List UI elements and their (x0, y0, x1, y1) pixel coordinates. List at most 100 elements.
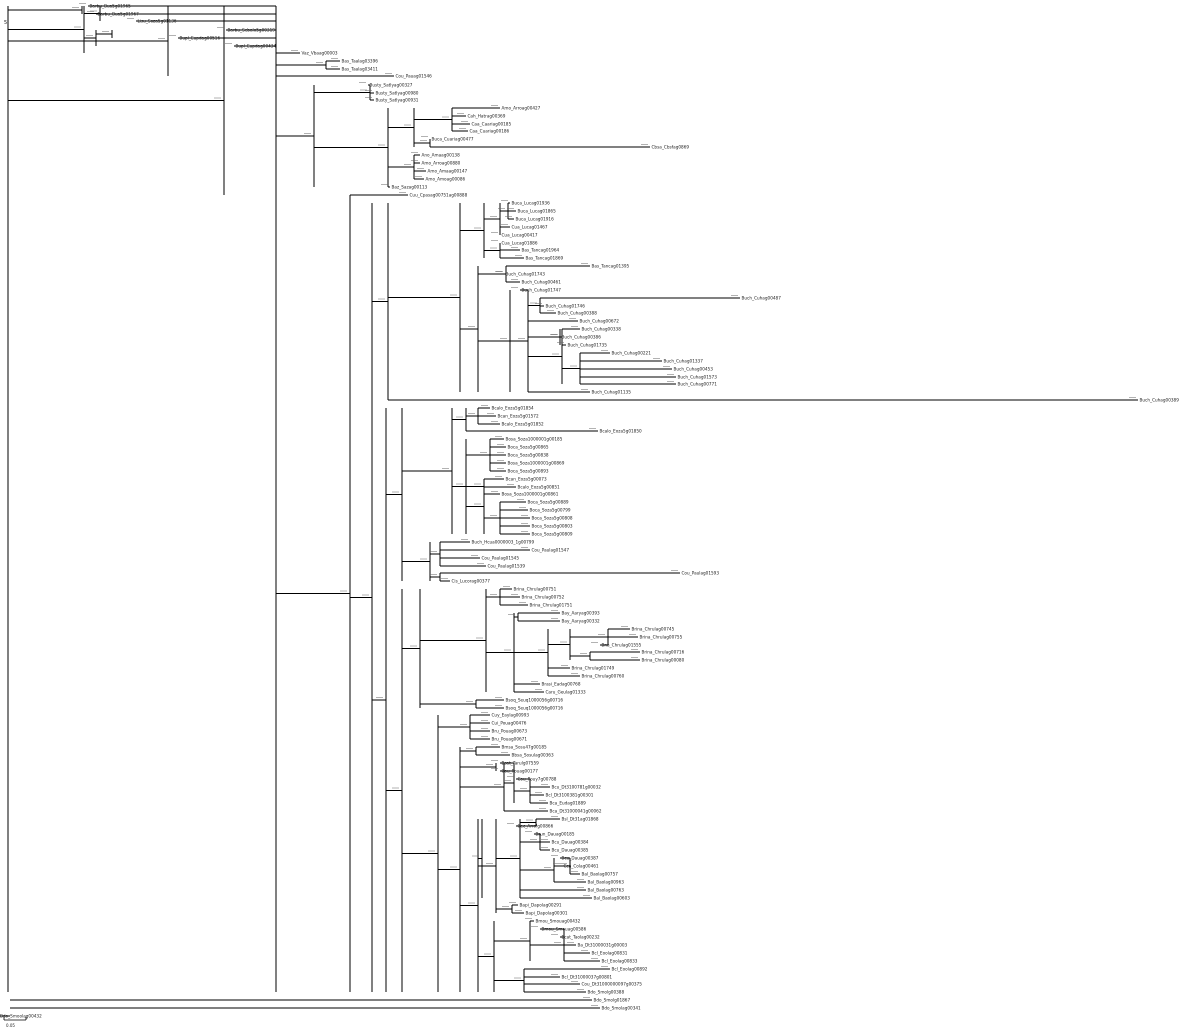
leaf-label: Cuu_Cpasag00751ag00888 (410, 193, 468, 198)
leaf-label: Cec_Arrolg00866 (518, 824, 554, 829)
leaf-label: Bsl_Dt31ag01868 (562, 817, 599, 822)
leaf-label: Buch_Cuhag01337 (664, 359, 704, 364)
leaf-label: Buch_Cuhag00461 (522, 280, 562, 285)
leaf-label: Cou_Pouag00177 (502, 769, 539, 774)
leaf-label: Bsoq_Seuq1000056g00716 (506, 706, 564, 711)
leaf-label: Bdo_Smolg01867 (594, 998, 631, 1003)
leaf-label: Ba_Dt31000031g00003 (578, 943, 628, 948)
leaf-label: Boca_Soza5g00889 (528, 500, 569, 505)
leaf-label: Bapi_Dapolag00301 (526, 911, 568, 916)
leaf-label: Caa_Cuariag00186 (470, 129, 510, 134)
leaf-label: Barbu_Bua5g01965 (90, 4, 132, 9)
leaf-label: Buch_Cuhag00221 (612, 351, 652, 356)
leaf-label: Bcl_Eoolag00831 (592, 951, 628, 956)
leaf-label: Bcl_Dt31000037g00801 (562, 975, 613, 980)
leaf-label: Bcu_Dauag00384 (552, 840, 589, 845)
leaf-label: Bal_Baolag00603 (594, 896, 631, 901)
leaf-label: Bmou_Smouag00586 (542, 927, 587, 932)
leaf-label: Brina_Chrulag00760 (582, 674, 625, 679)
leaf-label: Vaz_Vbaag00003 (302, 51, 338, 56)
leaf-label: Bdo_Smolg00388 (588, 990, 625, 995)
leaf-label: Bru_Pouag00673 (492, 729, 528, 734)
leaf-label: Busty_Satlyag00931 (376, 98, 419, 103)
leaf-label: Barbu_Sebalo5g00319 (228, 28, 276, 33)
root-label: 5 (4, 20, 7, 26)
leaf-label: Bay_Aaryag00393 (562, 611, 601, 616)
leaf-label: Amo_Amaag00147 (428, 169, 468, 174)
leaf-label: Buca_Lucag01916 (516, 217, 555, 222)
leaf-label: Cah_Hatrag00369 (468, 114, 506, 119)
leaf-label: Bcalo_Eoza5g01850 (600, 429, 643, 434)
leaf-label: Bosa_Soza1000001g00185 (506, 437, 563, 442)
leaf-label: Buch_Cuhag00386 (562, 335, 602, 340)
leaf-label: Caa_Caariag00185 (472, 122, 512, 127)
leaf-label: Bru_Pouag00671 (492, 737, 528, 742)
leaf-label: Cou_Paulag01539 (488, 564, 526, 569)
leaf-label: Boca_Soza5g00803 (532, 524, 573, 529)
leaf-label: Baz_Sazag00113 (392, 185, 428, 190)
leaf-label: Bosa_Soza1000001g00861 (502, 492, 559, 497)
tree-branches (0, 5, 1138, 1017)
leaf-label: Buch_Cuhag00453 (674, 367, 714, 372)
leaf-label: Boca_Soza5g00865 (508, 445, 549, 450)
leaf-label: Buch_Cuhag00389 (1140, 398, 1180, 403)
leaf-label: Boca_Soza5g00893 (508, 469, 549, 474)
leaf-label: Cbsa_Cbsfag0869 (652, 145, 690, 150)
leaf-label: Buch_Cuhag01135 (592, 390, 632, 395)
leaf-label: Brina_Chrulag00745 (632, 627, 675, 632)
leaf-label: Buch_Hcua0000003_1g00799 (472, 540, 535, 545)
leaf-label: Boca_Soza5g00809 (532, 532, 573, 537)
leaf-label: Boca_Soza5g00808 (532, 516, 573, 521)
leaf-label: Bcu_Dt3100781g00032 (552, 785, 602, 790)
leaf-label: Bupl_Eupdag00434 (236, 44, 277, 49)
leaf-label: Buch_Cuhag01735 (568, 343, 608, 348)
leaf-label: Bas_Tancag01869 (526, 256, 564, 261)
leaf-label: Brun_Dauag00185 (536, 832, 575, 837)
leaf-label: Buch_Cuhag00771 (678, 382, 718, 387)
leaf-label: Bal_Baolag00763 (588, 888, 625, 893)
leaf-label: Cou_Pauag01546 (396, 74, 433, 79)
leaf-label: Cua_Lucag00417 (502, 233, 538, 238)
leaf-label: Brasi_Eadag00768 (542, 682, 581, 687)
leaf-label: Bca_Dt31000041g00062 (550, 809, 602, 814)
leaf-label: Bcan_Eoza5g01572 (498, 414, 539, 419)
leaf-label: Amo_Arroag00427 (502, 106, 541, 111)
leaf-label: Bcu_Dauag00387 (562, 856, 599, 861)
leaf-label: Cca_Colag00461 (564, 864, 599, 869)
leaf-label: Bdo_Smolag00341 (602, 1006, 642, 1011)
leaf-label: Bapi_Dapolag00291 (520, 903, 562, 908)
leaf-label: Buch_Cuhag00338 (582, 327, 622, 332)
leaf-label: Buca_Lucag01936 (512, 201, 551, 206)
leaf-label: Cou_Paulag01593 (682, 571, 720, 576)
leaf-label: Bcl_Dt3100381g00301 (546, 793, 594, 798)
leaf-label: Bcalo_Eoza5g01854 (492, 406, 535, 411)
leaf-label: Amo_Arroag00880 (422, 161, 461, 166)
leaf-label: Bcalo_Eoza5g01852 (502, 422, 545, 427)
leaf-label: Buch_Cuhag01573 (678, 375, 718, 380)
leaf-label: Bal_Baolag00757 (582, 872, 619, 877)
leaf-label: Brina_Chrulag00755 (640, 635, 683, 640)
tree-leaf-labels: Barbu_Bua5g01965Barbu_Bua5g01967Lisu_Soz… (0, 4, 1179, 1019)
leaf-label: Ano_Amaag00138 (422, 153, 461, 158)
leaf-label: Boca_Soza5g00838 (508, 453, 549, 458)
leaf-label: Amo_Amoag00086 (426, 177, 466, 182)
leaf-label: Bay_Aaryag00332 (562, 619, 601, 624)
leaf-label: Bna_Chrulag01555 (602, 643, 642, 648)
leaf-label: Bas_Tancag01395 (592, 264, 630, 269)
leaf-label: Brina_Chrulag01749 (572, 666, 615, 671)
tree-support-values (72, 3, 1136, 1006)
leaf-label: Bosa_Soza1000001g00869 (508, 461, 565, 466)
leaf-label: Barbu_Bua5g01967 (98, 12, 140, 17)
leaf-label: Bbsa_Sosulag00363 (512, 753, 554, 758)
leaf-label: Bal_Baolag00963 (588, 880, 625, 885)
leaf-label: Bcan_Eoza5g00073 (506, 477, 547, 482)
leaf-label: Buca_Lucag01865 (518, 209, 557, 214)
leaf-label: Buch_Cuhag01746 (546, 304, 586, 309)
leaf-label: Buch_Cuhag00388 (558, 311, 598, 316)
leaf-label: Bca_Eudag01889 (550, 801, 587, 806)
leaf-label: Buch_Cuhag00487 (742, 296, 782, 301)
leaf-label: Buca_Cuariag00477 (432, 137, 474, 142)
scale-bar-label: 0.05 (6, 1023, 15, 1028)
leaf-label: Brina_Chrulag00716 (642, 650, 685, 655)
